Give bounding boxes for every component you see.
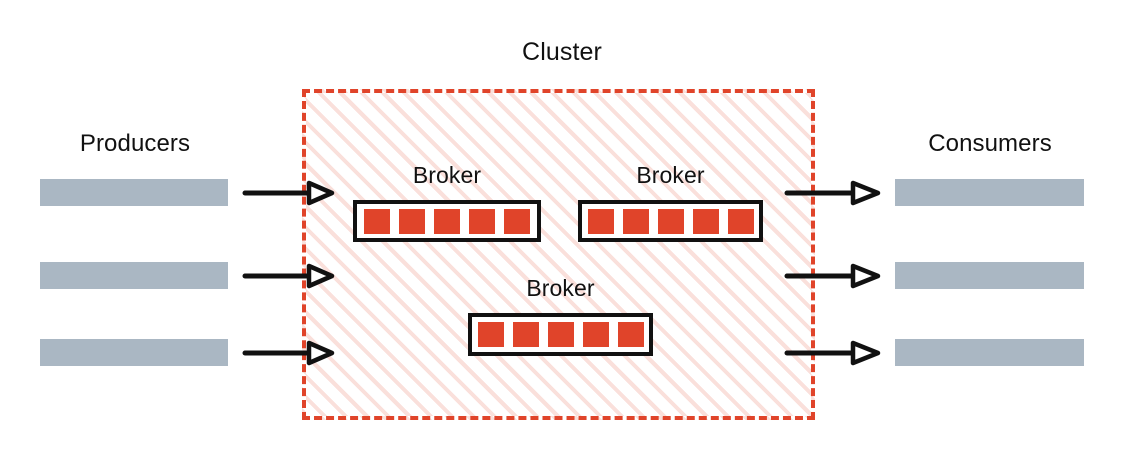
consumer-node-3 [895,339,1084,366]
broker-1 [353,200,541,242]
broker-label-3: Broker [526,275,595,301]
partition [622,208,649,234]
broker-2 [578,200,763,242]
producer-arrow-3 [242,340,335,366]
partition [582,322,609,347]
partition [469,208,495,234]
broker-3 [468,313,653,356]
partition [547,322,574,347]
producers-label: Producers [79,130,191,157]
partition [727,208,754,234]
consumer-arrow-3 [784,340,881,366]
cluster-boundary [302,89,815,420]
cluster-title: Cluster [522,38,602,66]
consumer-arrow-2 [784,263,881,289]
partition [617,322,644,347]
partition [364,208,390,234]
partition [587,208,614,234]
partition [504,208,530,234]
consumers-label: Consumers [928,130,1052,157]
broker-label-1: Broker [412,162,482,188]
producer-arrow-1 [242,180,335,206]
consumer-node-1 [895,179,1084,206]
consumer-node-2 [895,262,1084,289]
broker-label-2: Broker [636,162,705,188]
partition [657,208,684,234]
producer-arrow-2 [242,263,335,289]
partition [512,322,539,347]
partition [399,208,425,234]
partition [692,208,719,234]
producer-node-1 [40,179,228,206]
consumer-arrow-1 [784,180,881,206]
producer-node-3 [40,339,228,366]
partition [477,322,504,347]
partition [434,208,460,234]
producer-node-2 [40,262,228,289]
